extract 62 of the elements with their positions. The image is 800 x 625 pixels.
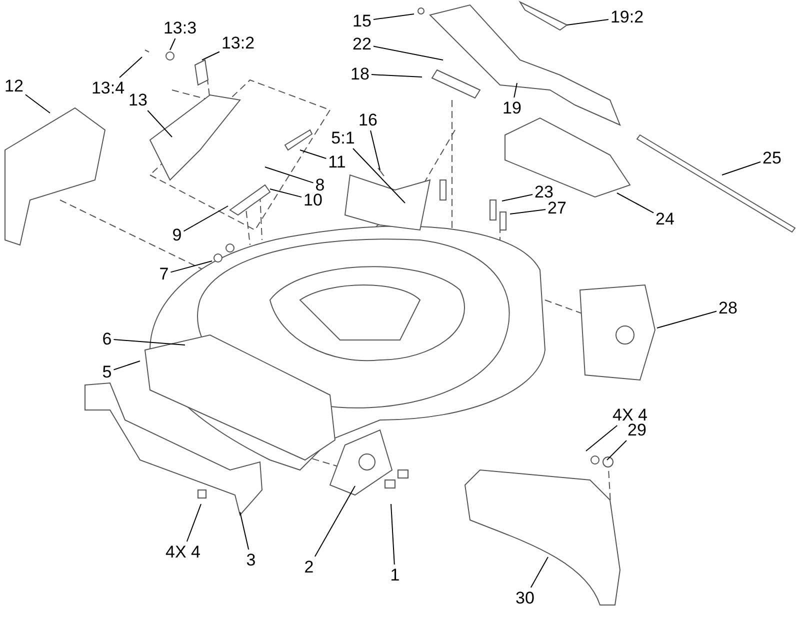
- callout-number: 25: [762, 150, 782, 166]
- leader-line: [202, 51, 220, 60]
- leader-line: [616, 192, 654, 214]
- callout-number: 16: [358, 112, 378, 128]
- leader-line: [586, 425, 618, 452]
- callout-number: 4X 4: [612, 406, 648, 424]
- leader-line: [240, 512, 250, 550]
- callout-number: 28: [718, 300, 738, 316]
- callout-number: 1: [390, 566, 400, 584]
- callout-number: 18: [350, 66, 370, 82]
- leader-line: [170, 38, 176, 50]
- leader-line: [352, 148, 406, 204]
- callout-number: 19:2: [610, 8, 644, 26]
- leader-line: [722, 161, 762, 176]
- leader-line: [514, 82, 518, 98]
- callout-number: 11: [328, 154, 346, 170]
- callout-number: 2: [304, 558, 314, 576]
- callout-number: 22: [352, 36, 372, 52]
- callout-number: 13: [128, 92, 148, 108]
- leader-line: [502, 194, 534, 202]
- leader-line: [113, 339, 186, 346]
- leader-line: [372, 14, 414, 20]
- leader-line: [300, 150, 327, 159]
- callout-number: 13:3: [163, 20, 197, 36]
- callout-number: 10: [304, 192, 322, 208]
- leader-line: [113, 360, 140, 370]
- leader-line: [314, 486, 356, 557]
- leader-line: [390, 504, 395, 565]
- leader-line: [510, 208, 546, 214]
- leader-line: [370, 130, 380, 170]
- leader-line: [183, 206, 228, 232]
- leader-line: [372, 46, 444, 60]
- leader-line: [119, 56, 142, 78]
- leader-line: [270, 188, 302, 198]
- callout-number: 8: [315, 176, 325, 194]
- leader-line: [566, 18, 609, 26]
- callout-number: 29: [628, 422, 646, 438]
- callout-number: 7: [159, 266, 169, 282]
- callout-number: 13:4: [91, 80, 125, 96]
- callout-number: 27: [548, 200, 566, 216]
- leader-line: [170, 260, 212, 273]
- callout-number: 19: [502, 100, 522, 116]
- callout-number: 30: [516, 590, 534, 606]
- leader-line: [656, 310, 718, 328]
- callout-number: 23: [534, 184, 554, 200]
- leader-line: [370, 74, 422, 78]
- callout-number: 9: [172, 226, 182, 244]
- callout-number: 5: [102, 364, 112, 380]
- leader-line: [530, 556, 548, 588]
- callout-number: 15: [352, 12, 372, 30]
- callout-number: 12: [4, 78, 24, 94]
- callout-number: 13:2: [221, 34, 255, 52]
- callout-number: 6: [102, 330, 112, 348]
- leader-line: [24, 94, 50, 114]
- callout-number: 5:1: [331, 130, 355, 146]
- callout-number: 4X 4: [166, 544, 200, 560]
- callout-number: 3: [246, 552, 256, 568]
- leader-line: [147, 110, 172, 138]
- leader-line: [186, 504, 202, 542]
- leader-line: [264, 166, 314, 184]
- leader-line: [606, 440, 627, 460]
- callout-number: 24: [656, 210, 674, 228]
